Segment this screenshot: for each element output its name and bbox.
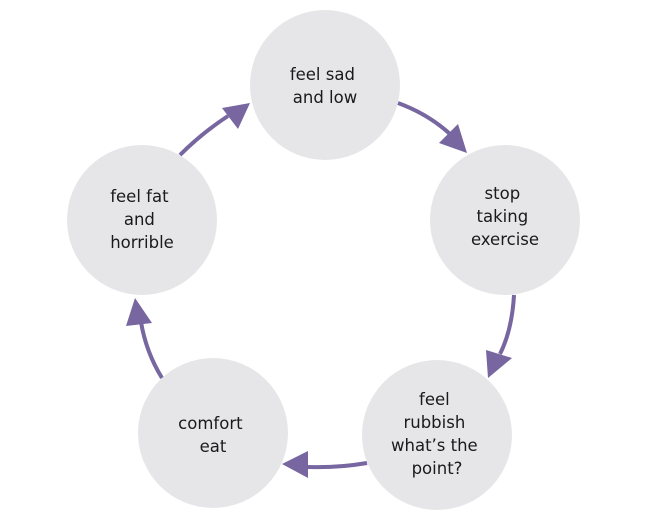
- arrow-line: [178, 114, 230, 157]
- arrow-head-icon: [486, 350, 512, 378]
- node-label-line: feel sad: [290, 65, 355, 84]
- node-label-line: stop: [485, 184, 521, 203]
- node-feel-fat-and-horrible: feel fat and horrible: [67, 145, 217, 295]
- arrow-line: [498, 294, 516, 355]
- node-label-line: what’s the: [391, 436, 478, 455]
- arrow-head-icon: [282, 451, 308, 478]
- arrow-line: [139, 321, 164, 380]
- arrow-line: [397, 101, 452, 136]
- node-label-line: taking: [477, 207, 529, 226]
- node-comfort-eat: comfort eat: [138, 358, 288, 508]
- node-circle: [250, 10, 400, 160]
- arrow-head-icon: [222, 103, 250, 129]
- node-label-line: feel: [419, 390, 450, 409]
- node-label: comfort eat: [178, 414, 248, 456]
- edge-rubbish-to-comfort: [282, 451, 368, 478]
- node-label-line: and: [124, 210, 155, 229]
- node-label-line: point?: [412, 459, 463, 478]
- edge-exercise-to-rubbish: [486, 294, 516, 378]
- edge-fat-to-sad: [178, 103, 250, 157]
- node-label: feel rubbish what’s the point?: [391, 390, 483, 478]
- node-label-line: and low: [293, 88, 357, 107]
- node-label-line: feel fat: [110, 187, 169, 206]
- edge-comfort-to-fat: [126, 298, 164, 380]
- node-label: feel fat and horrible: [110, 187, 174, 252]
- arrow-head-icon: [126, 298, 152, 326]
- node-label-line: rubbish: [403, 413, 465, 432]
- node-label-line: eat: [200, 437, 227, 456]
- node-stop-taking-exercise: stop taking exercise: [430, 145, 580, 295]
- node-label: stop taking exercise: [471, 184, 539, 249]
- arrow-line: [307, 461, 368, 470]
- node-circle: [67, 145, 217, 295]
- node-circle: [138, 358, 288, 508]
- edge-sad-to-exercise: [397, 101, 467, 153]
- node-label: feel sad and low: [290, 65, 360, 107]
- arrow-head-icon: [439, 124, 467, 153]
- node-label-line: exercise: [471, 230, 539, 249]
- node-circle: [362, 360, 512, 510]
- node-label-line: horrible: [110, 233, 174, 252]
- node-circle: [430, 145, 580, 295]
- node-feel-rubbish: feel rubbish what’s the point?: [362, 360, 512, 510]
- node-feel-sad-and-low: feel sad and low: [250, 10, 400, 160]
- node-label-line: comfort: [178, 414, 243, 433]
